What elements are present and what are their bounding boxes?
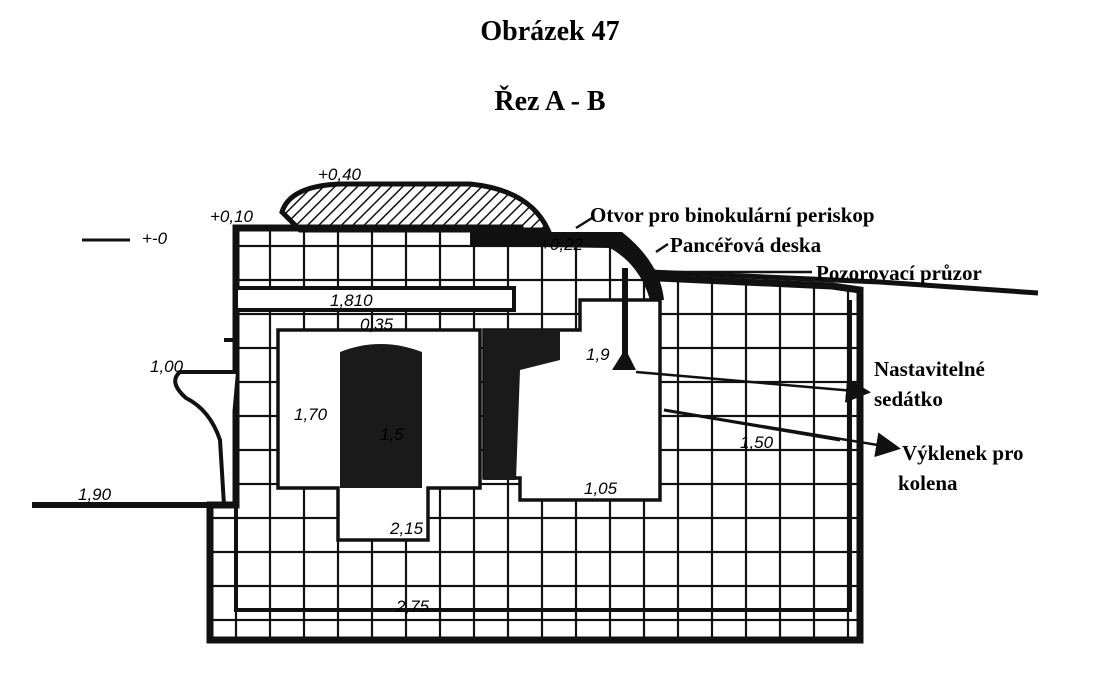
label-seat-line2: sedátko (874, 387, 943, 411)
section-title: Řez A - B (494, 86, 606, 117)
side-niche (173, 370, 236, 506)
label-armor-plate: Pancéřová deska (670, 233, 822, 257)
dim-seat-height: 1,50 (740, 433, 774, 452)
dim-wall-left: 1,70 (294, 405, 328, 424)
label-periscope: Otvor pro binokulární periskop (590, 203, 875, 227)
leader-armor (655, 242, 669, 254)
dim-ditch: 1,90 (78, 485, 112, 504)
label-knee-line1: Výklenek pro (902, 441, 1024, 465)
roof-dome (279, 181, 552, 233)
dim-beam: 1,810 (330, 291, 373, 310)
dim-right-wall: 1,9 (586, 345, 610, 364)
leader-seat (635, 370, 871, 403)
dim-top: +0,40 (318, 165, 362, 184)
roof-armor-plate (470, 232, 664, 300)
crossbeam (234, 286, 516, 312)
dim-ground-left: +-0 (142, 229, 168, 248)
dim-step: 1,05 (584, 479, 618, 498)
ground-line-right (649, 269, 1039, 296)
pillar-left (340, 344, 422, 488)
dim-floor: 2,75 (395, 597, 430, 616)
figure-title: Obrázek 47 (480, 16, 620, 47)
pillar-right (484, 330, 560, 480)
inner-outline (224, 300, 852, 612)
leader-periscope (575, 216, 593, 230)
label-knee-line2: kolena (898, 471, 958, 495)
dim-side: 1,00 (150, 357, 184, 376)
label-seat-line1: Nastavitelné (874, 357, 985, 381)
dim-floor-mid: 2,15 (389, 519, 424, 538)
dim-roof-right: +0,22 (540, 235, 584, 254)
label-observation-slit: Pozorovací průzor (816, 261, 982, 285)
periscope-post (612, 268, 636, 370)
dim-beam-low: 0,35 (360, 315, 394, 334)
leader-knee (663, 408, 901, 458)
dim-roof-left: +0,10 (210, 207, 254, 226)
dim-wall-mid: 1,5 (380, 425, 404, 444)
